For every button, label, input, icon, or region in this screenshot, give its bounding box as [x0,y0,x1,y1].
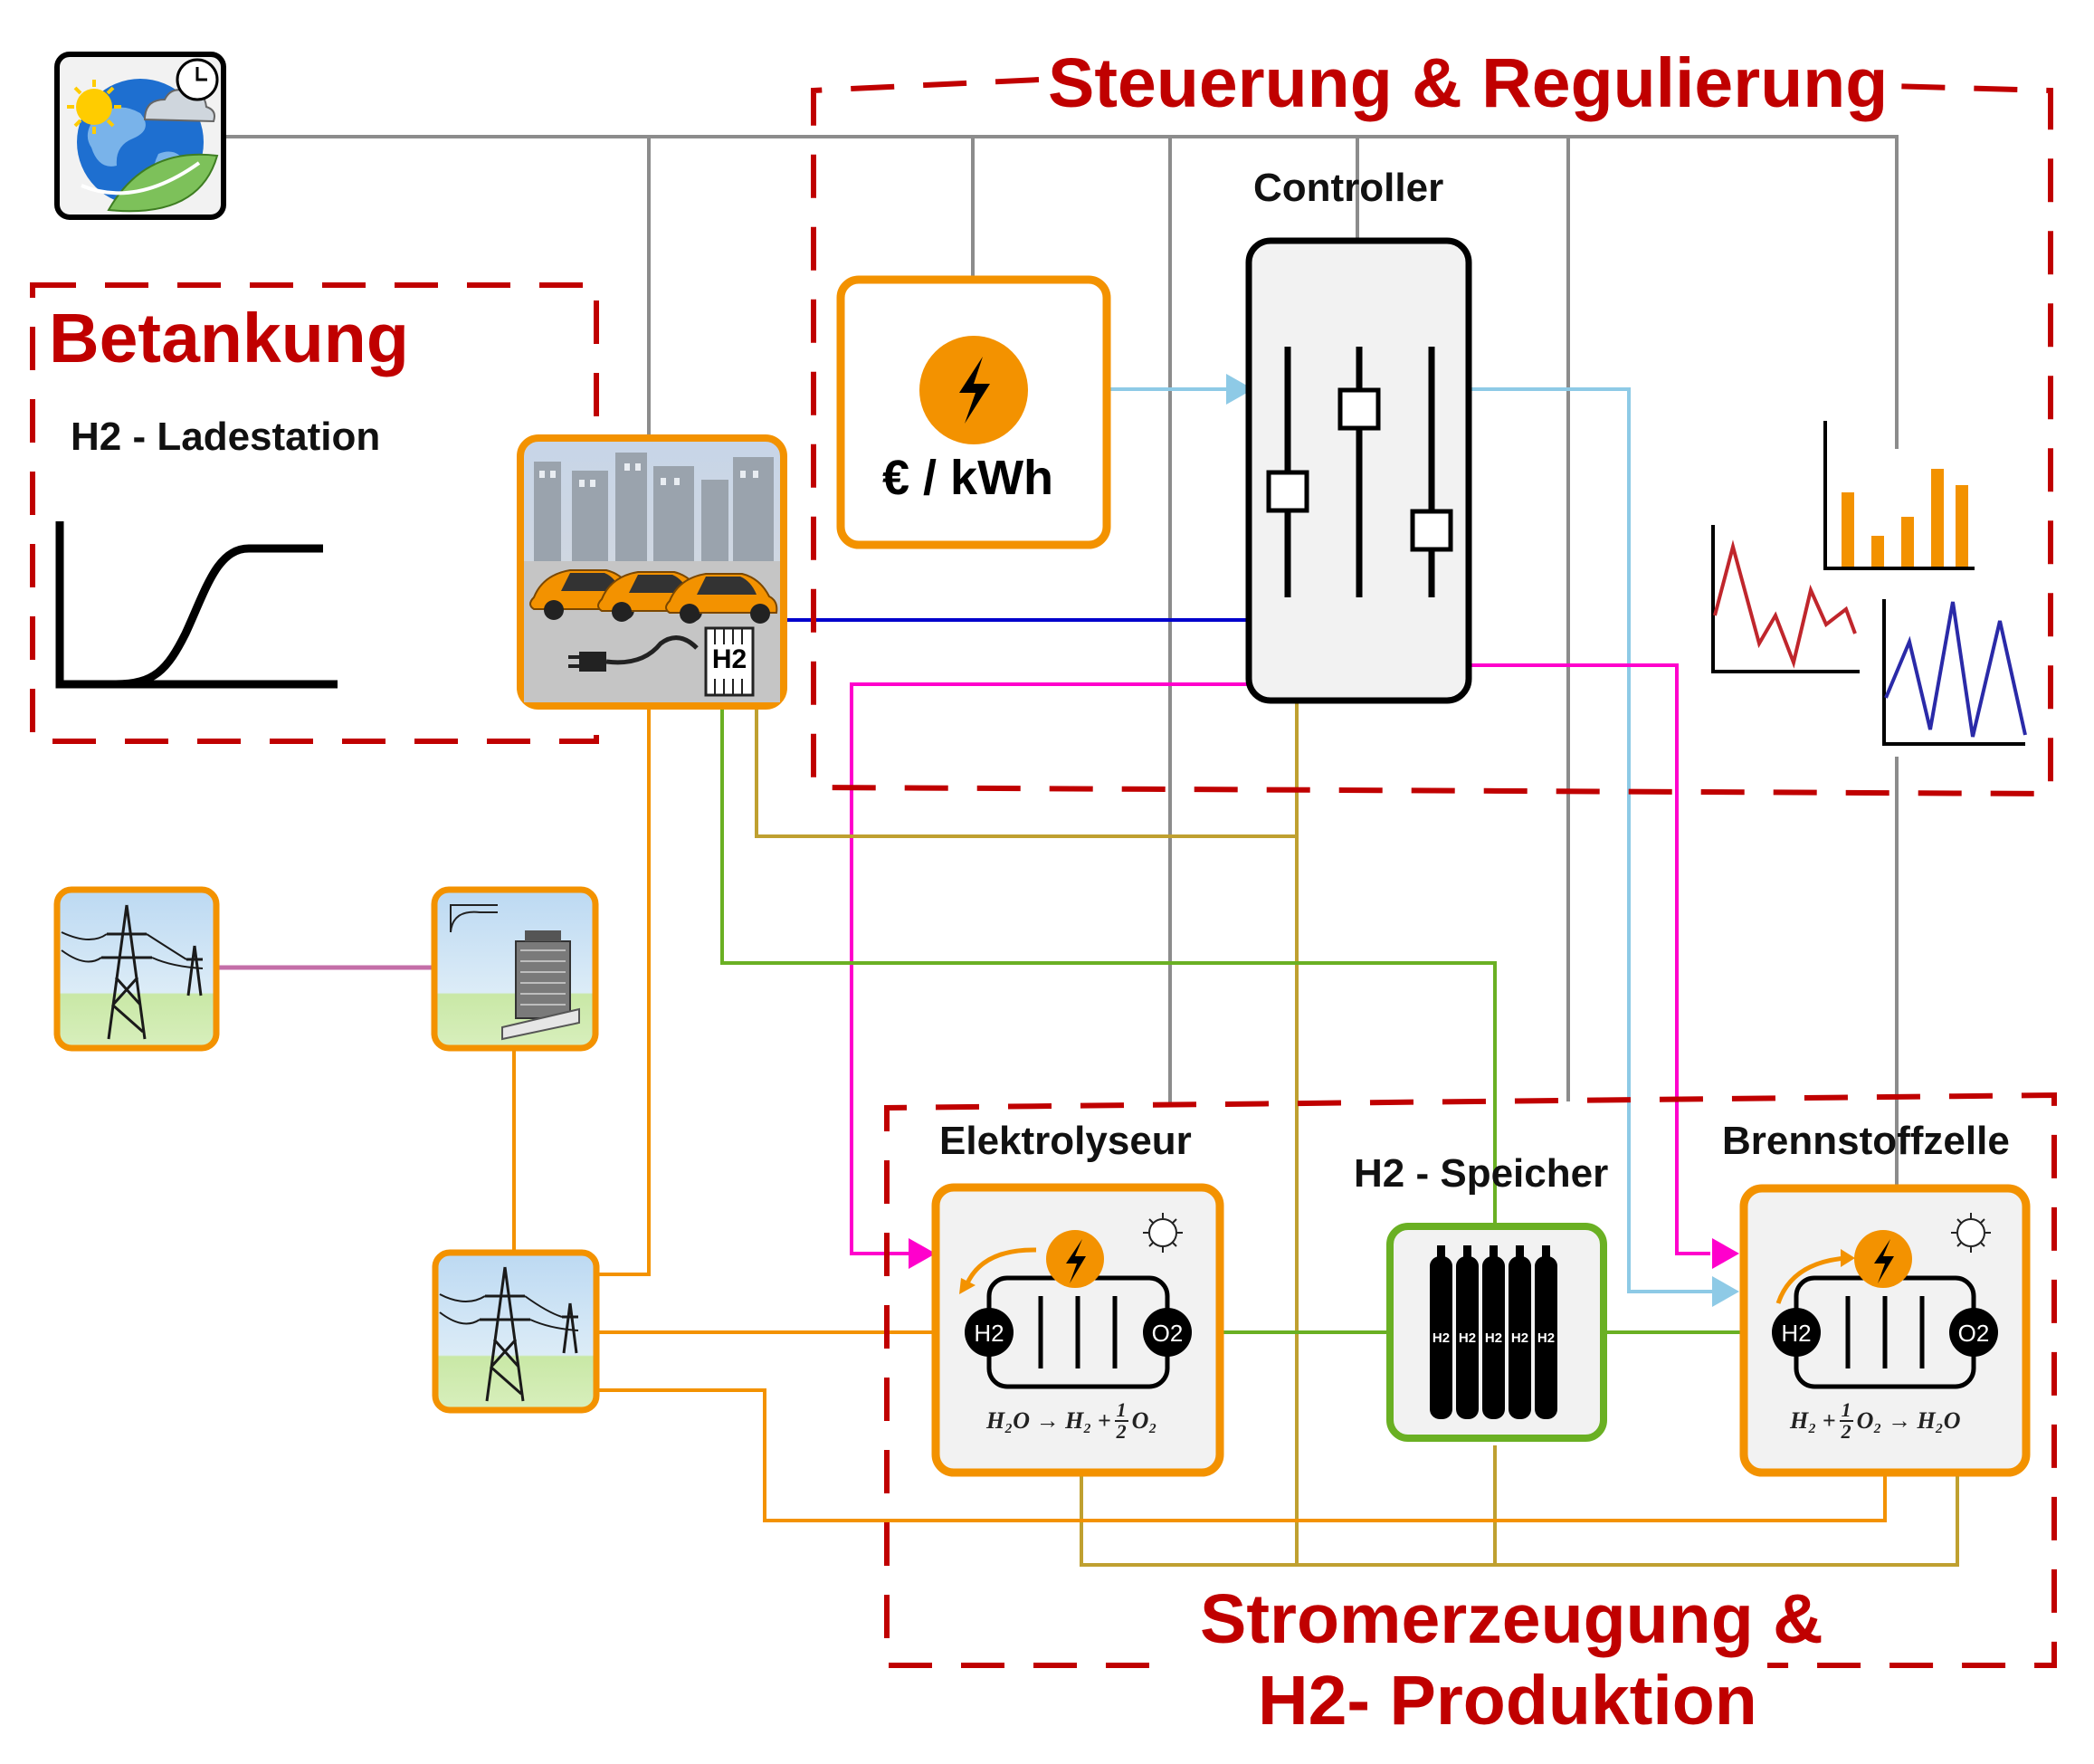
formula-lhs: H₂O → H₂ + [986,1407,1111,1434]
red-line-chart-axes [1711,525,1860,673]
transformer-node[interactable] [431,886,599,1052]
chip-icon [1143,1213,1183,1253]
price-label: € / kWh [882,451,1054,505]
transformer-icon [450,904,580,1041]
control-region-border [811,77,2053,797]
tank-labels: H2 H2 H2 H2 H2 [1430,1330,1561,1349]
price-arrow-head [1226,374,1253,405]
hydrogen-lines [720,706,1744,1334]
power-pylon-icon [439,1266,579,1402]
demand-profile-chart [55,521,338,689]
demand-profile-axes [55,521,338,689]
lightning-bolt-icon [919,336,1028,444]
bar-chart [1823,421,1975,570]
red-series-line [1713,539,1857,669]
tank-label: H2 [1432,1330,1451,1346]
electrolyzer-o2-port: O2 [1151,1320,1184,1347]
refuel-region-border [30,282,599,744]
fuelcell-node[interactable] [1739,1184,2031,1477]
fuelcell-label: Brennstoffzelle [1722,1119,2010,1163]
formula-fraction: 1 2 [1839,1398,1853,1443]
formula-rhs: O₂ [1131,1407,1157,1434]
price-signal-lines [1107,385,1728,1296]
refuel-region-title: Betankung [49,300,409,377]
gas-cylinders-icon [1430,1245,1557,1419]
fraction-den: 2 [1841,1420,1851,1443]
formula-lhs: H₂ + [1790,1407,1836,1434]
blue-line-chart-axes [1882,599,2025,746]
fuelcell-command-arrow [1712,1238,1739,1269]
bar [1871,536,1884,567]
grid-node-2[interactable] [432,1249,600,1414]
tank-label: H2 [1484,1330,1503,1346]
weather-node[interactable] [54,52,226,220]
bar [1842,492,1854,567]
plug-icon [568,635,699,672]
production-region-border [884,1092,2057,1668]
fraction-den: 2 [1116,1420,1127,1443]
blue-line-chart [1882,599,2027,746]
station-node[interactable] [517,434,787,710]
controller-label: Controller [1253,166,1444,210]
fuelcell-h2-port: H2 [1781,1320,1812,1347]
tank-label: H2 [1458,1330,1477,1346]
formula-rhs: O₂ → H₂O [1856,1407,1961,1434]
red-line-chart [1711,525,1860,673]
production-region-title-line2: H2- Produktion [1258,1662,1757,1740]
command-lines [850,663,1710,1255]
bar [1931,469,1944,567]
fuelcell-formula: H₂ + 1 2 O₂ → H₂O [1790,1394,1961,1448]
h2-tank-icon [704,626,755,697]
bar [1901,517,1914,567]
electrolyzer-node[interactable] [931,1183,1224,1477]
weather-globe-clock-icon [67,58,219,213]
blue-series-line [1884,601,2027,738]
electric-lines [512,706,1887,1522]
station-h2-badge: H2 [711,644,747,674]
region-borders [30,77,2057,1668]
electrolyzer-command-arrow [909,1238,936,1269]
fuelcell-price-arrow-head [1712,1276,1739,1307]
demand-profile-curve [115,544,323,689]
tank-label: H2 [1510,1330,1529,1346]
price-node[interactable] [836,275,1111,549]
electrolyzer-cell-icon [959,1230,1192,1389]
storage-node[interactable] [1386,1223,1607,1442]
info-lines [223,135,1899,1192]
slider-controls-icon [1266,347,1453,597]
electrolyzer-label: Elektrolyseur [939,1119,1192,1163]
electrolyzer-h2-port: H2 [974,1320,1004,1347]
bar-chart-axes [1823,421,1975,570]
control-region-title: Steuerung & Regulierung [1039,43,1898,124]
bar-chart-bars [1842,469,1968,567]
production-region-title-line1: Stromerzeugung & [1200,1580,1823,1658]
fraction-num: 1 [1114,1398,1128,1422]
car-icon [665,573,778,624]
power-pylon-icon [61,904,204,1040]
fuel-cell-icon [1772,1230,1998,1389]
fuelcell-o2-port: O2 [1957,1320,1990,1347]
chip-icon [1951,1213,1991,1253]
fraction-num: 1 [1839,1398,1853,1422]
tank-label: H2 [1537,1330,1556,1346]
electrolyzer-formula: H₂O → H₂ + 1 2 O₂ [986,1394,1157,1448]
bar [1956,485,1968,567]
grid-node-1[interactable] [53,886,220,1052]
formula-fraction: 1 2 [1114,1398,1128,1443]
city-cars-hydrogen-icon [524,453,780,702]
storage-label: H2 - Speicher [1354,1151,1609,1196]
controller-node[interactable] [1245,237,1472,704]
station-label: H2 - Ladestation [71,415,381,459]
